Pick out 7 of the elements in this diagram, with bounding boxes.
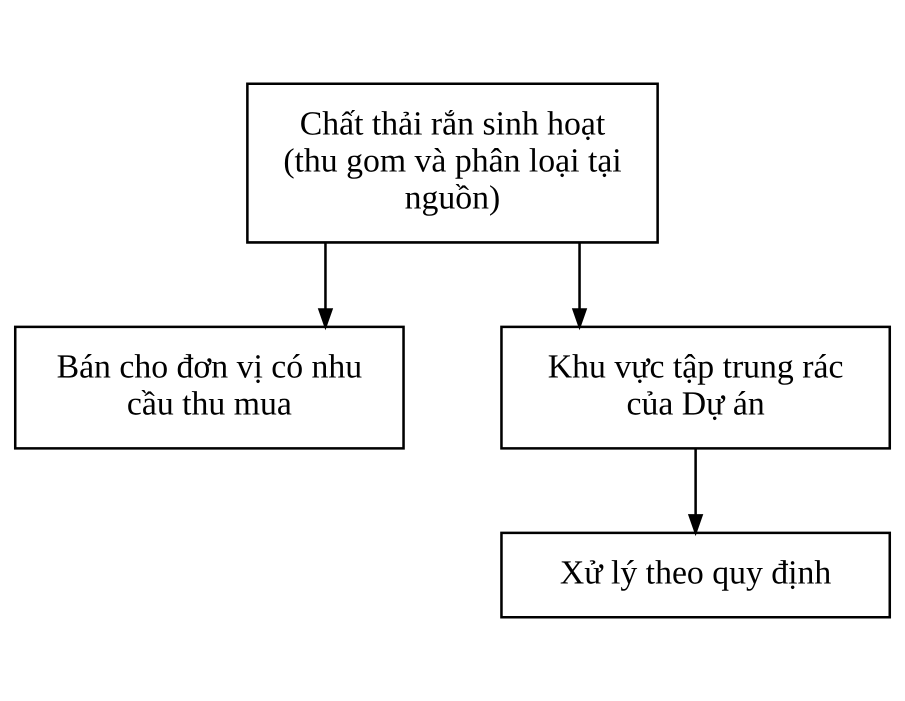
node-box: Bán cho đơn vị có nhu cầu thu mua	[14, 326, 405, 450]
node-box: Chất thải rắn sinh hoạt (thu gom và phân loại tại nguồn)	[246, 82, 659, 244]
node-box: Xử lý theo quy định	[500, 532, 892, 618]
arrow	[688, 448, 704, 536]
node-box: Khu vực tập trung rác của Dự án	[500, 326, 892, 450]
arrow	[572, 242, 588, 330]
arrow	[318, 242, 334, 330]
